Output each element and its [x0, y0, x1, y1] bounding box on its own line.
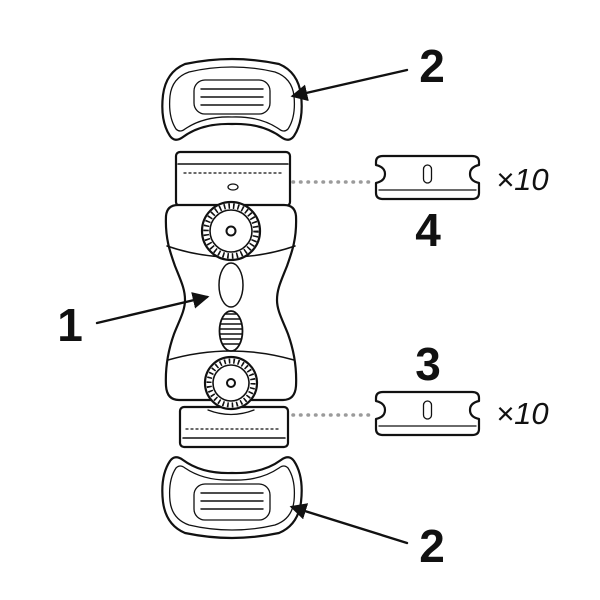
- label-qty-lower: ×10: [496, 396, 549, 431]
- label-part-2-top: 2: [419, 40, 445, 92]
- blade-upper: [374, 154, 481, 201]
- bottom-cap-inner-line: [168, 465, 296, 531]
- tool-body: [164, 200, 298, 411]
- body-oval-window: [218, 262, 244, 308]
- lower-dial: [203, 355, 259, 411]
- blade-lower-outline: [374, 390, 481, 437]
- bottom-cap-outline: [161, 456, 303, 540]
- arrow-to-top-cap: [290, 68, 409, 102]
- blade-lower: [374, 390, 481, 437]
- lower-holder-arc: [207, 409, 255, 416]
- label-qty-upper: ×10: [496, 162, 549, 197]
- top-cap: [161, 57, 303, 141]
- upper-holder-slot: [227, 183, 239, 191]
- blade-lower-slot: [422, 400, 433, 420]
- top-cap-grip-panel: [193, 79, 271, 115]
- label-part-3: 3: [415, 338, 441, 390]
- bottom-cap-grip-panel: [193, 483, 271, 521]
- lower-dial-knurl: [206, 358, 256, 408]
- upper-holder-outline: [174, 150, 292, 208]
- lower-blade-holder: [178, 405, 290, 449]
- thumb-grip-ribs: [218, 310, 244, 352]
- top-cap-outline: [161, 57, 303, 141]
- blade-upper-outline: [374, 154, 481, 201]
- label-part-2-bottom: 2: [419, 520, 445, 572]
- lower-holder-outline: [178, 405, 290, 449]
- arrow-to-body: [95, 292, 210, 325]
- label-part-1: 1: [57, 299, 83, 351]
- arrow-to-bottom-cap: [289, 503, 409, 545]
- upper-blade-holder: [174, 150, 292, 208]
- bottom-cap: [161, 456, 303, 540]
- bottom-cap-grip-lines: [200, 492, 264, 510]
- top-cap-grip-lines: [200, 88, 264, 106]
- upper-dial-knurl: [203, 203, 259, 259]
- upper-dial: [200, 200, 262, 262]
- blade-upper-slot: [422, 164, 433, 184]
- label-part-4: 4: [415, 204, 441, 256]
